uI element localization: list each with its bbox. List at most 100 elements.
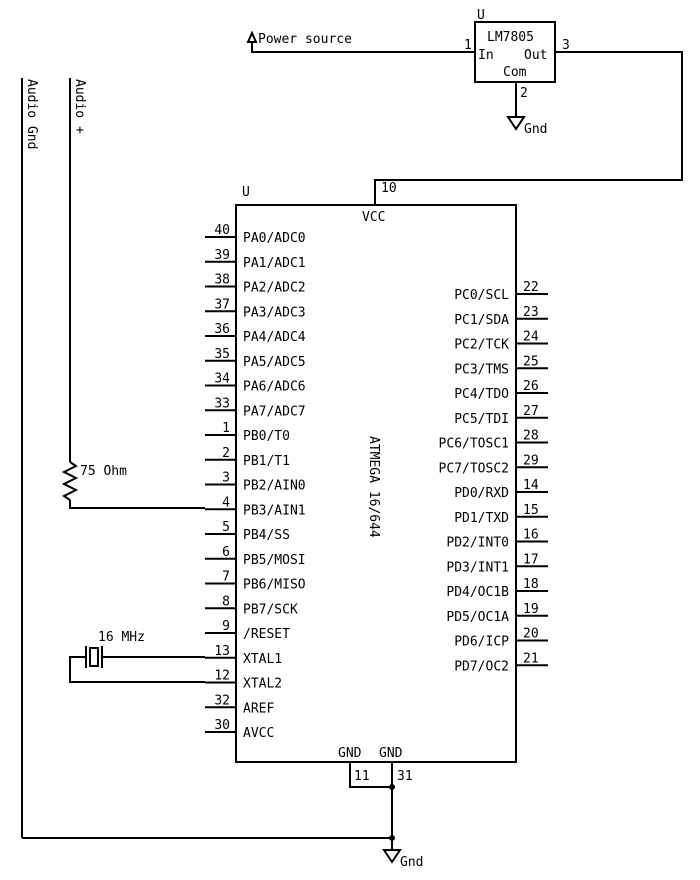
vcc-wire [374, 51, 683, 205]
pin-number: 12 [214, 669, 230, 684]
pin-name: PB6/MISO [243, 578, 306, 593]
resistor-zigzag [61, 461, 79, 501]
crystal-label: 16 MHz [98, 630, 145, 645]
pin-name: AVCC [243, 726, 274, 741]
power-source-label: Power source [258, 32, 352, 47]
regulator-pin-com: 2 [520, 86, 528, 101]
regulator-pin-in: 1 [464, 38, 472, 53]
pin-name: XTAL2 [243, 677, 282, 692]
pin-name: PC7/TOSC2 [439, 461, 509, 476]
pin-number: 15 [523, 503, 539, 518]
mcu-right-pins: 22PC0/SCL23PC1/SDA24PC2/TCK25PC3/TMS26PC… [439, 280, 548, 674]
ground-icon [506, 116, 526, 131]
mcu-gnd-pin-2: 31 [397, 769, 413, 784]
pin-name: PB4/SS [243, 528, 290, 543]
mcu-gnd-label: Gnd [400, 855, 423, 870]
mcu-vcc-pin: 10 [381, 181, 397, 196]
pin-name: PA4/ADC4 [243, 330, 306, 345]
pin-number: 17 [523, 552, 539, 567]
pin-number: 32 [214, 693, 230, 708]
pin-number: 16 [523, 528, 539, 543]
pin-name: PA6/ADC6 [243, 380, 306, 395]
mcu-vcc-label: VCC [362, 210, 385, 225]
pin-number: 33 [214, 396, 230, 411]
pin-name: PB5/MOSI [243, 553, 306, 568]
pin-name: PC6/TOSC1 [439, 437, 509, 452]
regulator-com-label: Com [503, 65, 527, 80]
pin-name: PC0/SCL [454, 288, 509, 303]
resistor-label: 75 Ohm [80, 464, 127, 479]
resistor-to-pb3-wire [69, 500, 205, 509]
pin-name: PA0/ADC0 [243, 231, 306, 246]
pin-number: 21 [523, 651, 539, 666]
pin-number: 24 [523, 330, 539, 345]
pin-name: XTAL1 [243, 652, 282, 667]
regulator-out-label: Out [524, 48, 547, 63]
pin-number: 30 [214, 718, 230, 733]
xtal2-wire [69, 656, 205, 683]
pin-number: 35 [214, 347, 230, 362]
pin-number: 40 [214, 223, 230, 238]
audio-plus-label: Audio + [72, 79, 87, 134]
pin-number: 8 [222, 594, 230, 609]
pin-number: 2 [222, 446, 230, 461]
pin-number: 25 [523, 354, 539, 369]
pin-number: 14 [523, 478, 539, 493]
pin-number: 7 [222, 570, 230, 585]
regulator-in-label: In [478, 48, 494, 63]
pin-number: 36 [214, 322, 230, 337]
mcu-gnd-label-1: GND [338, 746, 362, 761]
pin-number: 23 [523, 305, 539, 320]
crystal [85, 646, 103, 668]
mcu-gnd-label-2: GND [379, 746, 403, 761]
pin-name: PA5/ADC5 [243, 355, 306, 370]
pin-name: PC2/TCK [454, 338, 509, 353]
pin-name: PC1/SDA [454, 313, 509, 328]
pin-name: PC4/TDO [454, 387, 509, 402]
mcu-ref: U [242, 185, 250, 200]
mcu-gnd-pin-1: 11 [354, 769, 370, 784]
junction-dot [389, 835, 395, 841]
pin-number: 37 [214, 297, 230, 312]
mcu-pin-left: 9/RESET [205, 619, 290, 642]
pin-name: PD6/ICP [454, 635, 509, 650]
pin-number: 18 [523, 577, 539, 592]
pin-number: 13 [214, 644, 230, 659]
audio-gnd-label: Audio Gnd [24, 79, 39, 149]
pin-number: 29 [523, 453, 539, 468]
resistor [61, 461, 79, 501]
pin-number: 5 [222, 520, 230, 535]
junction-dot [389, 784, 395, 790]
pin-number: 22 [523, 280, 539, 295]
pin-number: 4 [222, 495, 230, 510]
regulator-pin-out: 3 [562, 38, 570, 53]
pin-number: 20 [523, 627, 539, 642]
microcontroller: U VCC 10 ATMEGA 16/644 GND GND 11 31 40P… [205, 181, 548, 784]
gnd-pin11-wire [349, 762, 392, 788]
pin-name: PD7/OC2 [454, 659, 509, 674]
